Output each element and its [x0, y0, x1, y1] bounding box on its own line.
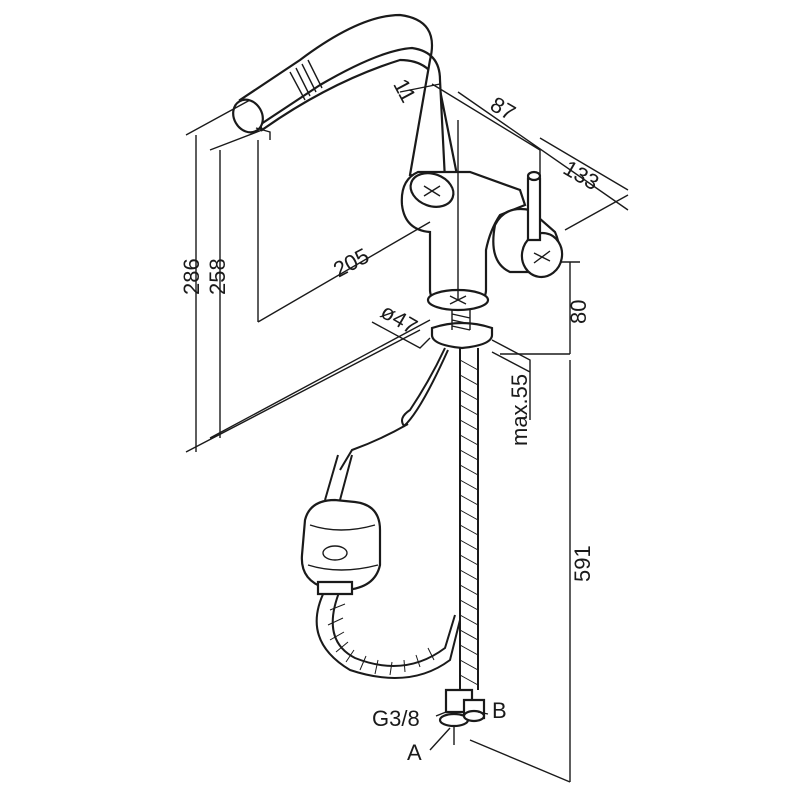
spout: [232, 13, 462, 191]
lever-top: [526, 170, 542, 182]
dim-max55-text: max.55: [507, 374, 532, 446]
dim-133-ext: [564, 194, 629, 231]
hoses: [300, 347, 479, 690]
supply-hose-braid: [459, 359, 479, 686]
connection-labels: G3/8 A B: [372, 698, 507, 765]
dim-47-line: [371, 321, 431, 349]
dimension-lines: 286 258 205 11 87 133 80 ø47 max.55 591: [179, 75, 629, 783]
spray-tip: [255, 127, 271, 140]
mixer-end-cap: [520, 231, 564, 279]
faucet-body: [400, 120, 564, 350]
dim-205-line: [257, 140, 431, 323]
dim-80-text: 80: [566, 300, 591, 324]
label-port-b: B: [492, 698, 507, 723]
dim-11-text: 11: [388, 75, 421, 107]
left-hub: [409, 172, 455, 208]
hose-weight-bands: [307, 524, 379, 571]
dim-extension-lines: [185, 99, 431, 453]
dim-286-text: 286: [179, 258, 204, 295]
label-port-a: A: [407, 740, 422, 765]
dim-max55-line: [491, 339, 531, 420]
hose-weight-lower-clip: [316, 580, 354, 596]
dim-591-line: [469, 353, 571, 783]
mixer-cross: [533, 250, 551, 264]
label-leaders: [429, 711, 489, 751]
pullout-hose-loop: [315, 589, 461, 679]
pullout-cord: [339, 423, 409, 471]
pullout-hose-to-weight: [324, 454, 353, 501]
hose-weight-clip: [322, 545, 348, 561]
pullout-hose-upper: [401, 347, 449, 428]
connectors: [438, 688, 486, 745]
dim-133-text: 133: [559, 155, 603, 195]
left-hub-cross: [423, 185, 441, 197]
dim-80-line: [560, 261, 580, 354]
hose-weight: [300, 498, 382, 592]
mounting-plate: [430, 321, 494, 350]
spray-head-grip: [289, 59, 323, 101]
threaded-stud: [451, 310, 471, 331]
spray-head-nozzle: [232, 98, 264, 134]
pullout-hose-braid: [327, 603, 435, 676]
connector-b-nut: [462, 709, 486, 723]
dim-258-text: 258: [205, 258, 230, 295]
dim-286-258-lines: [195, 135, 221, 452]
dim-top-lines: [399, 83, 629, 211]
label-thread: G3/8: [372, 706, 420, 731]
lever-handle: [526, 172, 542, 242]
dim-591-text: 591: [570, 545, 595, 582]
